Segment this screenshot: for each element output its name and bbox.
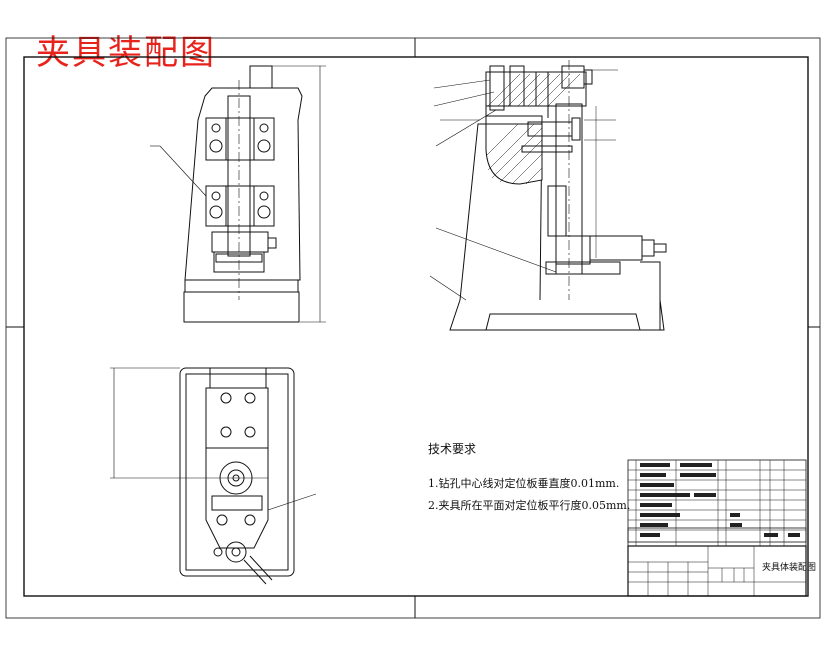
tech-req-item-2: 2.夹具所在平面对定位板平行度0.05mm.	[428, 499, 631, 512]
inner-frame	[23, 56, 809, 597]
tech-req-heading: 技术要求	[428, 442, 477, 456]
side-view	[429, 60, 667, 331]
title-block-drawing-name: 夹具体装配图	[762, 561, 816, 573]
outer-border	[5, 37, 821, 619]
top-view	[110, 367, 317, 585]
drawing-title: 夹具装配图	[36, 33, 216, 73]
tech-req-item-1: 1.钻孔中心线对定位板垂直度0.01mm.	[428, 477, 620, 490]
title-block	[627, 459, 807, 597]
front-view	[150, 65, 326, 323]
